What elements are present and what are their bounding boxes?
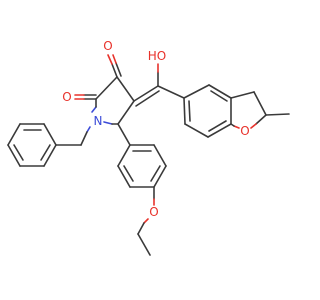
bond bbox=[150, 165, 161, 182]
molecule-drawing: O O HO O O N bbox=[7, 39, 290, 256]
bond bbox=[188, 100, 191, 122]
bond bbox=[210, 90, 228, 102]
bond bbox=[117, 144, 131, 167]
ethoxy-oxygen-label: O bbox=[149, 205, 158, 219]
bond bbox=[253, 91, 267, 116]
bond bbox=[123, 165, 134, 182]
hydroxyl-label: HO bbox=[148, 49, 166, 63]
bond bbox=[255, 114, 267, 125]
bond bbox=[208, 120, 227, 132]
enol-group bbox=[133, 63, 185, 107]
bond bbox=[250, 123, 257, 129]
bond bbox=[153, 165, 167, 188]
bond bbox=[86, 126, 91, 133]
bond bbox=[80, 131, 88, 146]
bond bbox=[91, 106, 97, 113]
bond bbox=[184, 123, 209, 138]
bond bbox=[230, 91, 255, 99]
bond bbox=[95, 76, 118, 100]
bond bbox=[116, 76, 135, 102]
amide-oxygen-label: O bbox=[62, 90, 71, 104]
ring-nitrogen-label: N bbox=[94, 114, 103, 128]
furan-oxygen-label: O bbox=[240, 124, 249, 138]
bond bbox=[43, 144, 57, 167]
bond bbox=[7, 144, 21, 167]
bond bbox=[183, 84, 210, 99]
bond bbox=[7, 123, 21, 146]
bond bbox=[111, 63, 118, 78]
bond bbox=[117, 100, 135, 125]
bond bbox=[230, 123, 235, 127]
bond bbox=[183, 97, 186, 125]
structure-canvas: O O HO O O N bbox=[7, 39, 290, 256]
bond bbox=[143, 218, 149, 224]
bond bbox=[115, 62, 122, 77]
bond bbox=[13, 144, 24, 161]
atom-labels: O O HO O O N bbox=[62, 39, 249, 219]
bond bbox=[117, 123, 131, 146]
bond bbox=[112, 54, 117, 64]
pyrrolidine-ring bbox=[91, 76, 135, 125]
bond bbox=[133, 85, 159, 102]
bond bbox=[43, 123, 57, 146]
ketone-oxygen-label: O bbox=[103, 39, 112, 53]
bond bbox=[153, 144, 167, 167]
bond bbox=[135, 90, 160, 107]
bond bbox=[103, 121, 113, 125]
ethoxyphenyl-group bbox=[117, 123, 167, 256]
benzyl-group bbox=[7, 123, 91, 167]
bond bbox=[265, 113, 290, 116]
amide-carbonyl bbox=[74, 94, 97, 100]
dihydrofuran-ring bbox=[230, 91, 290, 129]
bond bbox=[157, 85, 185, 99]
bond bbox=[40, 144, 51, 161]
bond bbox=[208, 84, 232, 99]
bond bbox=[107, 54, 113, 65]
bond bbox=[233, 125, 240, 129]
bond bbox=[137, 222, 145, 235]
bond bbox=[117, 165, 131, 188]
bond bbox=[137, 233, 151, 256]
ketone-group bbox=[107, 54, 122, 78]
bond bbox=[207, 123, 232, 138]
benzofuran-aromatic-ring bbox=[183, 84, 232, 138]
